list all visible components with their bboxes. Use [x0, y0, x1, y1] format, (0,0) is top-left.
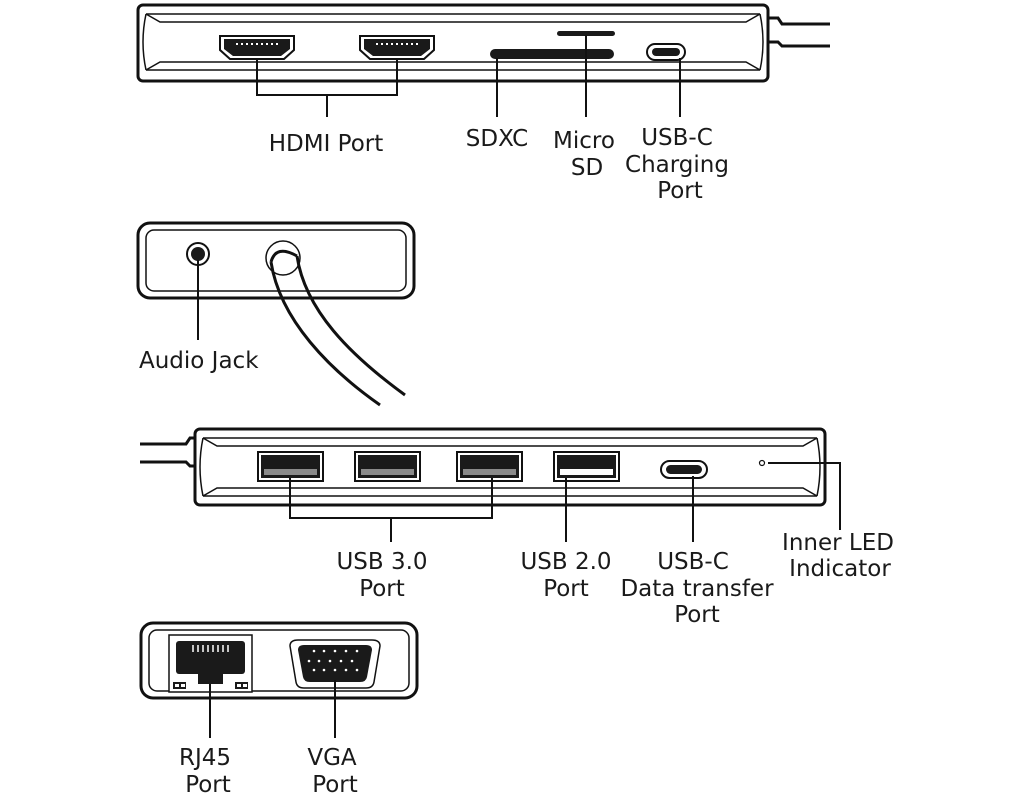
usb30-port-1: [257, 451, 324, 482]
bottom-side-view: USB 3.0 Port USB 2.0 Port USB-C Data tra…: [140, 427, 894, 628]
hdmi-port-2: [359, 35, 435, 60]
cable-right: [767, 16, 830, 48]
usbc-data-label-line3: Port: [674, 602, 720, 628]
rj45-port: [168, 634, 253, 693]
cable-left: [140, 436, 196, 468]
hdmi-port-1: [219, 35, 295, 60]
rj45-led-right: [235, 682, 248, 689]
end-side-view: Audio Jack: [136, 221, 416, 407]
rj45-led-left: [173, 682, 186, 689]
vga-label-line2: Port: [312, 772, 358, 798]
usbc-data-label-line2: Data transfer: [620, 576, 774, 602]
usb-c-cable: [265, 240, 406, 407]
usb20-label-line2: Port: [543, 576, 589, 602]
microsd-label-line1: Micro: [553, 128, 615, 154]
usb30-label-line2: Port: [359, 576, 405, 602]
other-end-view: RJ45 Port VGA Port: [139, 621, 419, 798]
sdxc-slot: [490, 49, 614, 59]
usbc-data-label-line1: USB-C: [657, 549, 729, 575]
rj45-label-line2: Port: [185, 772, 231, 798]
led-indicator: [758, 459, 766, 467]
microsd-slot: [557, 31, 615, 36]
usb30-leader: [289, 478, 493, 542]
sdxc-label: SDXC: [466, 126, 528, 152]
hdmi-label: HDMI Port: [269, 131, 384, 157]
rj45-label-line1: RJ45: [179, 745, 231, 771]
vga-port: [289, 639, 381, 689]
usbc-charging-label-line1: USB-C: [641, 125, 713, 151]
hdmi-leader: [256, 58, 398, 117]
usb30-port-2: [354, 451, 421, 482]
vga-label-line1: VGA: [307, 745, 357, 771]
top-side-view: HDMI Port SDXC Micro SD USB-C Charging P…: [136, 3, 830, 204]
usb30-port-3: [456, 451, 523, 482]
usbc-charging-port: [646, 43, 686, 61]
usbc-data-port: [660, 460, 708, 479]
microsd-label-line2: SD: [571, 155, 603, 181]
usb30-label-line1: USB 3.0: [336, 549, 427, 575]
led-label-line1: Inner LED: [782, 530, 894, 556]
usbc-charging-label-line2: Charging: [625, 152, 729, 178]
led-leader: [768, 462, 841, 530]
usbc-charging-label-line3: Port: [657, 178, 703, 204]
usb20-label-line1: USB 2.0: [520, 549, 611, 575]
audio-label: Audio Jack: [139, 348, 259, 374]
led-label-line2: Indicator: [789, 556, 891, 582]
usb20-port: [553, 451, 620, 482]
